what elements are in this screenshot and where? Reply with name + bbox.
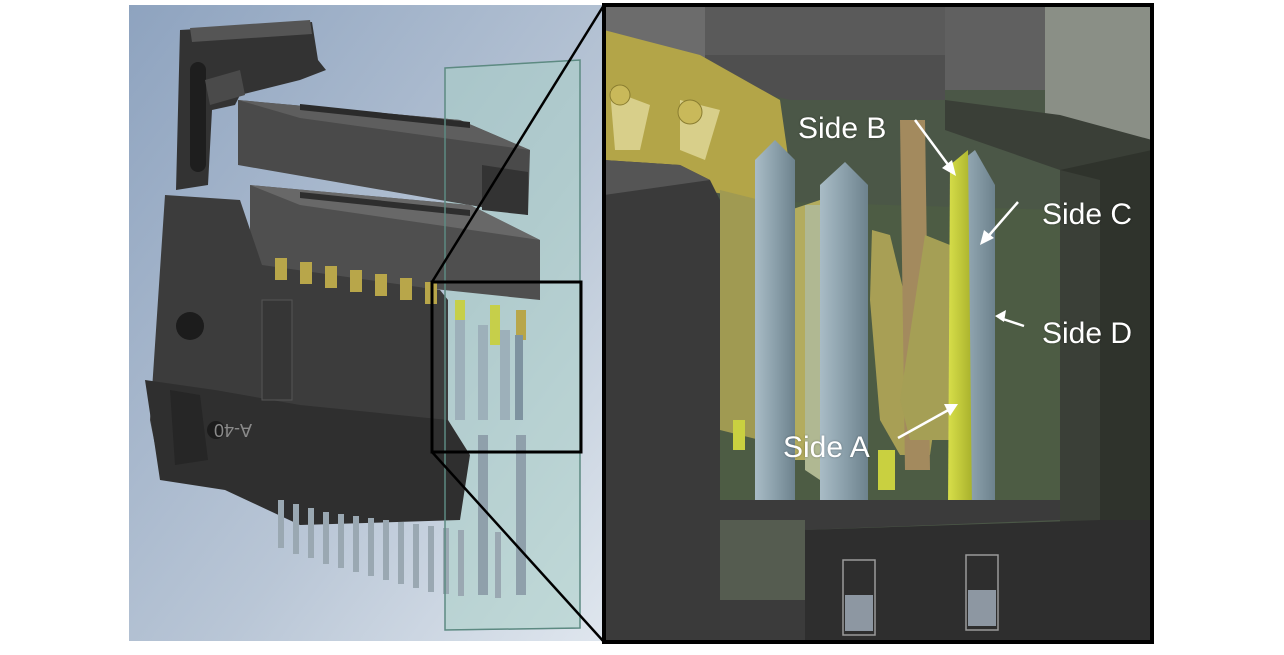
arrow-head-side-c — [980, 230, 994, 245]
bottom-sockets — [842, 554, 999, 636]
arrow-head-side-b — [942, 160, 956, 176]
pins-in-box — [455, 320, 523, 420]
arrow-head-side-d — [995, 310, 1006, 322]
bottom-pins — [278, 435, 526, 598]
zoom-line-top — [430, 4, 606, 283]
overview-panel: A-40 — [129, 5, 603, 641]
svg-text:A-40: A-40 — [214, 420, 252, 440]
zoom-region-box — [430, 280, 583, 454]
arrow-side-c — [984, 201, 1019, 241]
arrow-side-a — [897, 406, 953, 440]
arrow-head-side-a — [944, 404, 958, 416]
label-side-c: Side C — [1042, 198, 1133, 231]
upper-housing — [238, 100, 530, 215]
label-side-a: Side A — [783, 431, 870, 464]
contact-yellow-main — [948, 150, 972, 510]
zoom-line-bottom — [431, 451, 605, 643]
main-housing: A-40 — [145, 195, 470, 525]
latch — [176, 20, 326, 190]
label-side-b: Side B — [798, 112, 887, 145]
zoom-panel — [604, 5, 1152, 642]
zoom-pins — [755, 140, 995, 520]
annotation-arrows — [897, 119, 1025, 440]
arrow-side-b — [913, 119, 954, 171]
zoom-frame — [602, 3, 1154, 644]
label-side-d: Side D — [1042, 317, 1133, 350]
